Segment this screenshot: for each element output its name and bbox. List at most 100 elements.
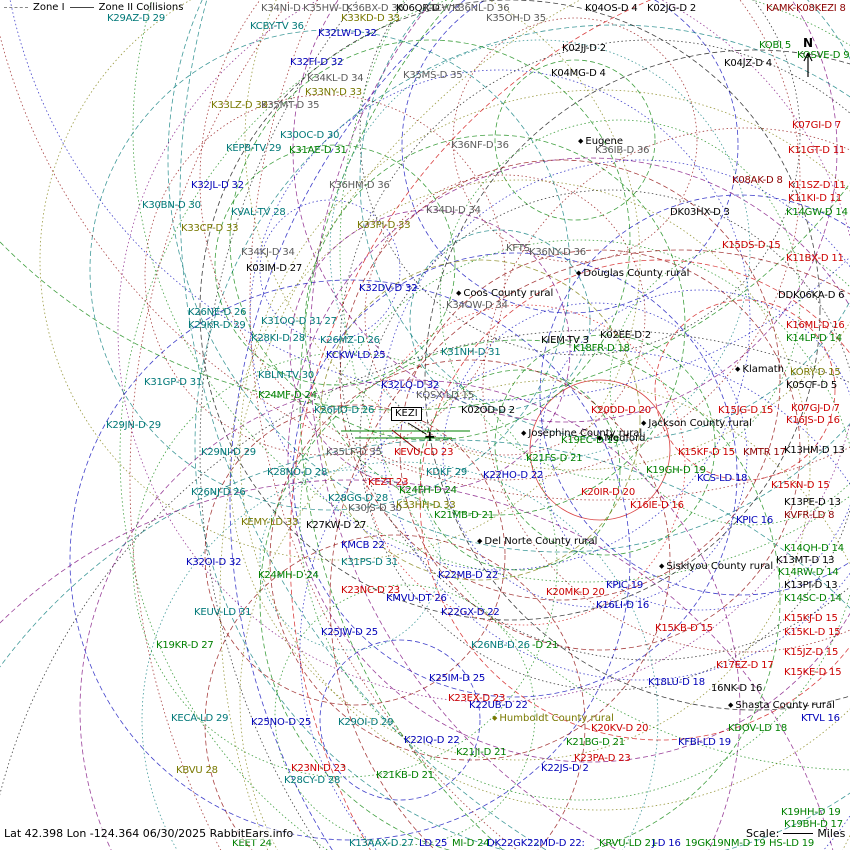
coverage-contour-arc <box>199 0 801 481</box>
station-label: K33HH-D 33 <box>396 500 456 511</box>
station-label: KRVU-LD 21 <box>599 838 657 849</box>
station-label: K26NJ-D 26 <box>191 487 246 498</box>
station-label: KIEM-TV 3 <box>541 335 589 346</box>
coverage-contour-arc <box>419 369 621 571</box>
station-label: K11GT-D 11 <box>788 145 846 156</box>
station-label: KEUV-LD 31 <box>194 607 252 618</box>
coverage-contour-arc <box>364 174 646 456</box>
station-label: KEET 24 <box>232 838 272 849</box>
coverage-contour-arc <box>239 379 850 850</box>
station-label: K04OS-D 4 <box>585 3 638 14</box>
station-label: DDK06KA-D 6 <box>778 290 845 301</box>
city: ◆Jackson County rural <box>641 418 752 429</box>
station-label: KMCB 22 <box>341 540 385 551</box>
station-label: K02JJ-D 2 <box>562 43 606 54</box>
city-label: Coos County rural <box>463 288 554 299</box>
station-label: K03IM-D 27 <box>246 263 303 274</box>
station-label: K20MK-D 20 <box>546 587 605 598</box>
station-label: K33PI-D 33 <box>357 220 411 231</box>
scale-units: Miles <box>817 827 846 840</box>
zone1-line-sample <box>4 7 28 8</box>
station-label: K23PA-D 23 <box>574 753 631 764</box>
coverage-contour-arc <box>289 209 571 491</box>
station-label: K32LW-D 32 <box>318 28 377 39</box>
coverage-contour-arc <box>364 304 686 626</box>
coverage-contour-arc <box>69 279 631 841</box>
station-label: K21JI-D 21 <box>456 747 507 758</box>
station-label: K32OI-D 32 <box>186 557 242 568</box>
coverage-contour-arc <box>274 584 536 846</box>
city-label: Del Norte County rural <box>484 536 598 547</box>
station-label: K34KL-D 34 <box>307 73 364 84</box>
station-label: K04JZ-D 4 <box>724 58 772 69</box>
station-label: KAMK-K08KEZI 8 <box>766 3 846 14</box>
coverage-contour-arc <box>0 329 850 797</box>
coverage-contour-arc <box>539 194 850 596</box>
coverage-contour-arc <box>0 479 834 850</box>
station-label: K25IM-D 25 <box>429 673 486 684</box>
station-label: K15JG-D 15 <box>718 405 774 416</box>
compass-north-arrow <box>803 52 813 77</box>
station-label: K15KL-D 15 <box>784 627 841 638</box>
coverage-contour-arc <box>359 189 850 691</box>
station-label: KFTS <box>506 243 530 254</box>
station-label: K15KE-D 15 <box>784 667 842 678</box>
station-label: K15JZ-D 15 <box>784 647 839 658</box>
station-label: KCS-LD 18 <box>697 473 748 484</box>
city: ◆Shasta County rural <box>728 700 835 711</box>
coverage-contour-arc <box>401 0 739 314</box>
city-marker-icon: ◆ <box>659 562 665 570</box>
city-marker-icon: ◆ <box>728 701 734 709</box>
station-label: K35LF-D 35 <box>326 447 382 458</box>
compass-north-label: N <box>802 36 814 50</box>
station-label: K23NI-D 23 <box>291 763 346 774</box>
city-label: Josephine County rural <box>528 428 643 439</box>
coverage-contour-arc <box>229 39 631 441</box>
station-label: K28NO-D 28 <box>267 467 328 478</box>
station-label: KCKW-LD 25 <box>326 350 386 361</box>
coverage-contour-arc <box>442 302 748 608</box>
coverage-contour-arc <box>292 252 738 698</box>
station-label: K30OC-D 30 <box>280 130 340 141</box>
station-label: KTVL 16 <box>801 713 840 724</box>
coverage-contour-arc <box>259 469 441 651</box>
station-label: DK22GK22MD-D 22: <box>487 838 585 849</box>
station-label: KBLN-TV 30 <box>258 370 315 381</box>
city-label: Medford <box>604 433 646 444</box>
station-label: K21FS-D 21 <box>526 453 583 464</box>
coverage-contour-arc <box>179 0 548 850</box>
station-label: K31PS-D 31 <box>341 557 398 568</box>
coverage-contour-arc <box>319 259 641 581</box>
station-label: KTCW 3 <box>424 3 461 14</box>
coverage-contour-arc <box>419 259 850 741</box>
coverage-contour-arc <box>259 339 781 850</box>
coverage-contour-arc <box>339 159 781 601</box>
station-label: K29NI-D 29 <box>201 447 256 458</box>
city-marker-icon: ◆ <box>735 365 741 373</box>
station-label: K35HW-D <box>303 3 350 14</box>
coverage-contour-arc <box>339 39 850 661</box>
station-label: K22MB-D 22 <box>438 570 498 581</box>
station-label: K34KJ-D 34 <box>241 247 295 258</box>
station-label: KDOV-LD 18 <box>728 723 787 734</box>
station-label: K36NL-D 36 <box>452 3 510 14</box>
station-label: K28CY-D 28 <box>284 775 341 786</box>
station-label: K31NH-D 31 <box>441 347 501 358</box>
coverage-contour-arc <box>494 334 716 556</box>
city-label: Eugene <box>585 136 624 147</box>
city-label: Douglas County rural <box>583 268 690 279</box>
station-label: K34DJ-D 34 <box>426 205 481 216</box>
station-label: K20IR-D 20 <box>581 487 635 498</box>
station-label: K11SZ-D 11 <box>788 180 846 191</box>
station-label: K14RW-D 14 <box>778 567 839 578</box>
coverage-contour-arc <box>229 179 811 761</box>
selected-station-label[interactable]: KEZI <box>391 407 422 421</box>
pointer-line <box>407 422 427 435</box>
station-label: K15KB-D 15 <box>655 623 713 634</box>
city-marker-icon: ◆ <box>521 429 527 437</box>
station-label: KBVU 28 <box>176 765 218 776</box>
station-label: K14QH-D 14 <box>784 543 844 554</box>
station-label: K18FR-D 18 <box>573 343 630 354</box>
coverage-contour-arc <box>144 94 506 456</box>
